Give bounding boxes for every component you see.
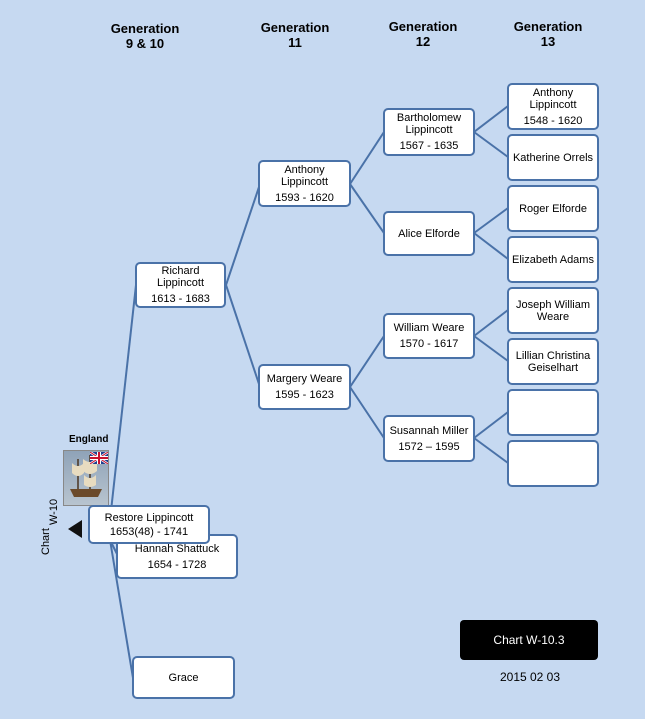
- person-name: Elizabeth Adams: [512, 253, 594, 266]
- person-dates: 1567 - 1635: [399, 140, 459, 152]
- england-label: England: [69, 434, 109, 445]
- person-anthony-lippincott-11[interactable]: Anthony Lippincott 1593 - 1620: [258, 160, 351, 207]
- person-grace[interactable]: Grace: [132, 656, 235, 699]
- person-name: Lillian Christina Geiselhart: [515, 349, 591, 374]
- ship-icon: [70, 455, 102, 497]
- person-empty-slot[interactable]: [507, 389, 599, 436]
- person-name: Anthony Lippincott: [280, 163, 329, 188]
- ship-image: [63, 450, 109, 506]
- person-william-weare[interactable]: William Weare 1570 - 1617: [383, 313, 475, 359]
- person-dates: 1613 - 1683: [151, 293, 210, 305]
- chart-tag-button[interactable]: Chart W-10.3: [460, 620, 598, 660]
- person-roger-elforde[interactable]: Roger Elforde: [507, 185, 599, 232]
- person-katherine-orrels[interactable]: Katherine Orrels: [507, 134, 599, 181]
- side-chart-label: Chart: [40, 528, 52, 555]
- person-name: Susannah Miller: [389, 424, 469, 437]
- back-arrow-icon[interactable]: [68, 520, 82, 538]
- person-dates: 1654 - 1728: [147, 558, 207, 571]
- person-dates: 1593 - 1620: [275, 191, 334, 204]
- uk-flag-icon: [90, 452, 108, 464]
- person-name: Bartholomew Lippincott: [396, 112, 462, 136]
- person-name: Restore Lippincott: [104, 511, 194, 524]
- person-dates: 1572 – 1595: [398, 440, 460, 453]
- person-bartholomew-lippincott[interactable]: Bartholomew Lippincott 1567 - 1635: [383, 108, 475, 156]
- person-dates: 1653(48) - 1741: [109, 525, 189, 538]
- person-joseph-william-weare[interactable]: Joseph William Weare: [507, 287, 599, 334]
- person-name: Katherine Orrels: [512, 151, 594, 164]
- person-name: Anthony Lippincott: [529, 86, 577, 111]
- person-dates: 1570 - 1617: [399, 338, 459, 350]
- person-name: Hannah Shattuck: [134, 542, 220, 555]
- person-name: William Weare: [393, 322, 465, 334]
- person-dates: 1595 - 1623: [275, 389, 334, 401]
- person-restore-lippincott[interactable]: Restore Lippincott 1653(48) - 1741: [88, 505, 210, 544]
- person-anthony-lippincott-13[interactable]: Anthony Lippincott 1548 - 1620: [507, 83, 599, 130]
- person-richard-lippincott[interactable]: Richard Lippincott 1613 - 1683: [135, 262, 226, 308]
- person-name: Roger Elforde: [519, 202, 587, 215]
- side-chart-code: W-10: [48, 498, 60, 525]
- person-name: Joseph William Weare: [516, 298, 590, 323]
- person-name: Richard Lippincott: [156, 265, 205, 289]
- person-lillian-christina-geiselhart[interactable]: Lillian Christina Geiselhart: [507, 338, 599, 385]
- person-susannah-miller[interactable]: Susannah Miller 1572 – 1595: [383, 415, 475, 462]
- chart-date: 2015 02 03: [499, 670, 561, 684]
- person-name: Grace: [168, 671, 199, 684]
- person-margery-weare[interactable]: Margery Weare 1595 - 1623: [258, 364, 351, 410]
- person-name: Margery Weare: [266, 373, 343, 385]
- person-empty-slot[interactable]: [507, 440, 599, 487]
- person-dates: 1548 - 1620: [523, 114, 583, 127]
- person-alice-elforde[interactable]: Alice Elforde: [383, 211, 475, 256]
- person-name: Alice Elforde: [398, 227, 460, 240]
- person-elizabeth-adams[interactable]: Elizabeth Adams: [507, 236, 599, 283]
